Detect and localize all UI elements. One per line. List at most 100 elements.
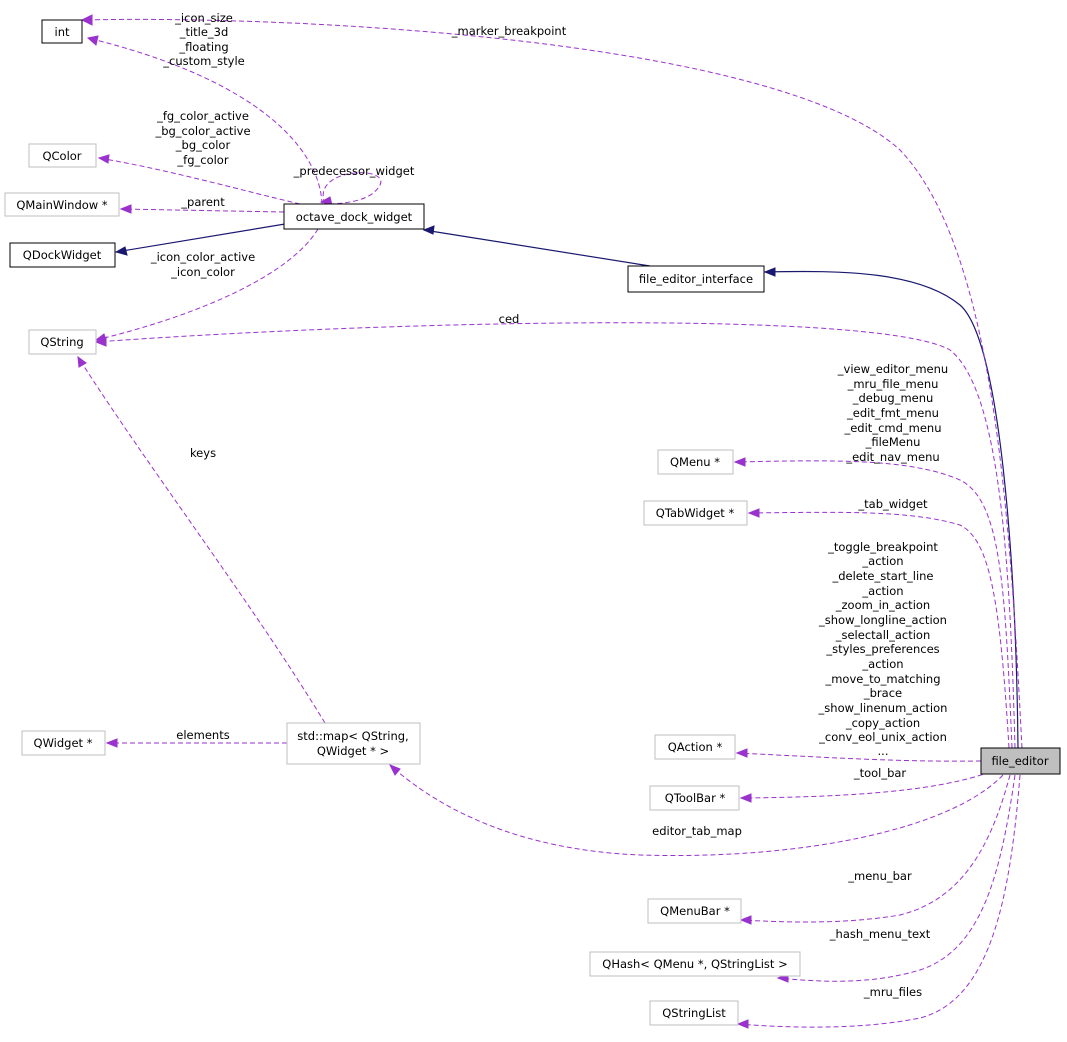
node-qtoolbar-label: QToolBar * [665,791,726,805]
node-std-map-label-line2: QWidget * > [317,744,389,758]
edge-mru-files [737,774,1021,1028]
edge-int-members [87,37,323,205]
edge-menus-arrowhead [733,457,746,467]
label-icon-color: _icon_color [170,265,235,279]
node-qstring[interactable]: QString [28,329,97,355]
edge-color-members-arrowhead [97,154,110,164]
node-qtoolbar[interactable]: QToolBar * [649,785,740,811]
node-qmainwindow-label: QMainWindow * [16,198,108,212]
edge-int-members-arrowhead [86,35,99,46]
label-action-member: _show_linenum_action [818,701,948,715]
edge-keys [77,356,326,724]
edge-ced-arrowhead [94,336,107,347]
label-action-member: _toggle_breakpoint [827,540,938,554]
label-predecessor-widget: _predecessor_widget [293,164,415,178]
edge-inherit-fei-to-odw [423,229,651,267]
label-action-member: _styles_preferences [825,642,939,656]
node-qmenubar-label: QMenuBar * [660,904,730,918]
edge-actions-arrowhead [735,748,748,758]
label-action-member: _selectall_action [835,628,931,642]
node-qcolor[interactable]: QColor [28,143,97,168]
nodes: int QColor QMainWindow * QDockWidget oct… [4,19,1061,1026]
edge-tab-widget [748,511,1010,749]
node-qstringlist-label: QStringList [662,1006,726,1020]
edge-editor-tab-map-arrowhead [388,764,401,776]
edge-labels: _marker_breakpoint _icon_size _title_3d … [150,11,948,999]
edge-icon-color [95,228,319,341]
label-mru-files: _mru_files [863,985,922,999]
edge-mru-files-arrowhead [736,1019,749,1029]
node-file-editor-interface[interactable]: file_editor_interface [627,265,765,293]
node-qmenu-label: QMenu * [670,455,720,469]
node-qmenu[interactable]: QMenu * [657,449,734,475]
label-parent: _parent [180,195,225,209]
node-int-label: int [55,25,70,39]
node-file-editor-label: file_editor [991,754,1048,768]
node-qmainwindow[interactable]: QMainWindow * [4,192,120,217]
label-action-member: _show_longline_action [818,613,947,627]
edge-color-members [98,157,301,205]
label-tool-bar: _tool_bar [853,766,907,780]
label-action-member: _move_to_matching [824,672,940,686]
label-action-member: _action [861,554,903,568]
label-action-member: _delete_start_line [831,569,933,583]
node-qaction[interactable]: QAction * [654,734,736,760]
node-qstring-label: QString [40,335,83,349]
node-std-map[interactable]: std::map< QString, QWidget * > [286,722,421,765]
label-icon-color: _icon_color_active [150,250,255,264]
node-file-editor[interactable]: file_editor [980,747,1061,775]
label-editor-tab-map: editor_tab_map [652,824,742,838]
usage-edges [77,14,1023,1029]
label-color-member: _bg_color_active [154,124,250,138]
node-qdockwidget[interactable]: QDockWidget [9,242,116,268]
node-file-editor-interface-label: file_editor_interface [639,272,753,286]
label-hash-menu-text: _hash_menu_text [829,927,931,941]
node-qwidget[interactable]: QWidget * [21,730,106,756]
edge-menu-bar-arrowhead [739,915,752,925]
edge-menus [734,460,1013,749]
node-int[interactable]: int [41,19,83,44]
node-qdockwidget-label: QDockWidget [23,248,102,262]
label-marker-breakpoint: _marker_breakpoint [451,24,567,38]
label-menu-member: _mru_file_menu [847,377,939,391]
label-action-member: _brace [863,686,902,700]
edge-elements-arrowhead [105,738,118,748]
node-qmenubar[interactable]: QMenuBar * [647,898,742,924]
node-octave-dock-widget-label: octave_dock_widget [296,210,413,224]
label-int-member: _custom_style [162,54,244,68]
label-color-member: _fg_color [176,153,228,167]
label-action-member: _conv_eol_unix_action [818,730,947,744]
edge-parent-arrowhead [119,204,132,214]
label-int-member: _floating [178,40,228,54]
label-int-member: _icon_size [174,11,233,25]
node-qhash[interactable]: QHash< QMenu *, QStringList > [589,951,801,977]
label-tab-widget: _tab_widget [857,497,928,511]
label-ced: ced [499,312,520,326]
edge-marker-breakpoint-arrowhead [80,14,93,26]
edge-ced [95,322,1016,749]
label-menu-member: _view_editor_menu [837,362,948,376]
edge-hash-menu-text [777,774,1016,982]
label-menu-member: _fileMenu [865,435,921,449]
node-qtabwidget[interactable]: QTabWidget * [643,500,748,526]
label-menu-member: _edit_fmt_menu [846,406,939,420]
node-qstringlist[interactable]: QStringList [649,1000,739,1026]
label-action-member: _action [861,584,903,598]
node-qaction-label: QAction * [668,740,723,754]
edge-inherit-odw-to-qdock [115,223,286,253]
node-qhash-label: QHash< QMenu *, QStringList > [602,957,787,971]
label-menu-member: _edit_nav_menu [845,450,939,464]
label-menu-member: _debug_menu [852,391,934,405]
label-keys: keys [190,446,216,460]
label-int-member: _title_3d [179,25,229,39]
label-action-member: _zoom_in_action [835,598,930,612]
edge-tab-widget-arrowhead [747,508,760,518]
label-menu-bar: _menu_bar [847,869,912,883]
edge-editor-tab-map [389,764,1004,856]
node-std-map-label-line1: std::map< QString, [297,729,408,743]
edge-marker-breakpoint [81,18,1023,749]
edge-inherit-odw-to-qdock-arrowhead [114,246,128,256]
node-octave-dock-widget[interactable]: octave_dock_widget [283,203,425,230]
edge-tool-bar [740,771,991,799]
label-color-member: _fg_color_active [156,109,249,123]
